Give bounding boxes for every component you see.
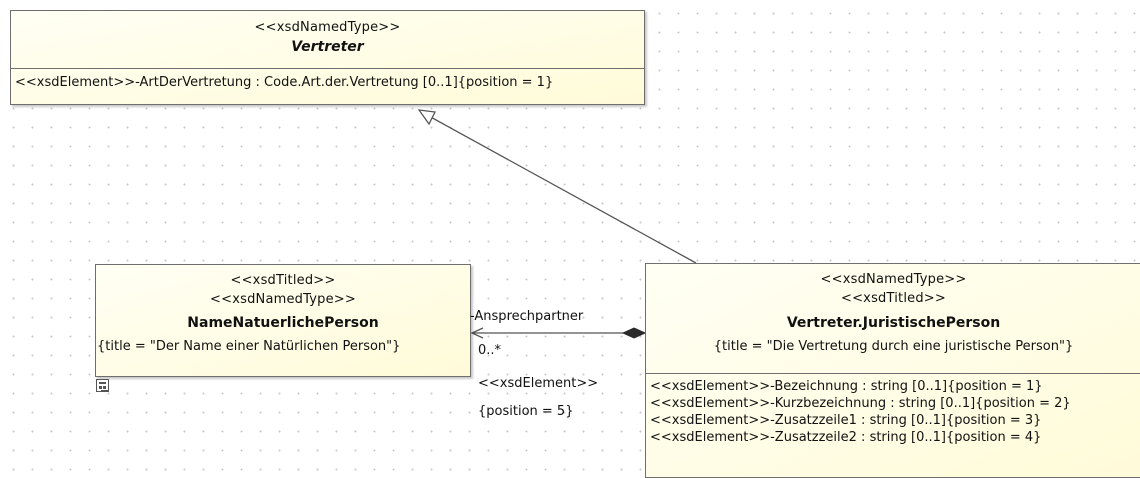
generalization-line[interactable]	[426, 114, 697, 264]
diagram-link-icon[interactable]	[96, 379, 109, 392]
attribute-row[interactable]: <<xsdElement>>-ArtDerVertretung : Code.A…	[15, 75, 554, 90]
association-arrowhead	[470, 327, 484, 339]
class-name: Vertreter	[291, 39, 364, 55]
association-constraint-label[interactable]: {position = 5}	[478, 404, 574, 419]
association-stereotype-label[interactable]: <<xsdElement>>	[478, 376, 599, 391]
attribute-row[interactable]: <<xsdElement>>-Kurzbezeichnung : string …	[650, 396, 1071, 411]
class-name: Vertreter.JuristischePerson	[786, 315, 1001, 331]
composition-diamond	[621, 327, 647, 339]
stereotype-label: <<xsdTitled>>	[230, 273, 336, 288]
attribute-compartment: <<xsdElement>>-Bezeichnung : string [0..…	[646, 373, 1140, 448]
class-header: <<xsdTitled>> <<xsdNamedType>> NameNatue…	[96, 265, 470, 334]
stereotype-label: <<xsdNamedType>>	[820, 272, 967, 287]
association-role-label[interactable]: -Ansprechpartner	[470, 309, 584, 324]
class-header: <<xsdNamedType>> <<xsdTitled>> Vertreter…	[646, 264, 1140, 373]
class-header: <<xsdNamedType>> Vertreter	[11, 11, 644, 68]
attribute-compartment: <<xsdElement>>-ArtDerVertretung : Code.A…	[11, 68, 644, 93]
stereotype-label: <<xsdTitled>>	[840, 291, 946, 306]
tagged-value: {title = "Der Name einer Natürlichen Per…	[97, 339, 401, 354]
association-multiplicity-label[interactable]: 0..*	[478, 343, 502, 358]
generalization-arrowhead	[417, 109, 436, 126]
stereotype-label: <<xsdNamedType>>	[210, 292, 356, 307]
stereotype-label: <<xsdNamedType>>	[254, 20, 401, 35]
attribute-row[interactable]: <<xsdElement>>-Zusatzzeile1 : string [0.…	[650, 413, 1042, 428]
class-vertreter-juristische-person[interactable]: <<xsdNamedType>> <<xsdTitled>> Vertreter…	[645, 263, 1140, 478]
class-name: NameNatuerlichePerson	[187, 315, 379, 331]
class-vertreter[interactable]: <<xsdNamedType>> Vertreter <<xsdElement>…	[10, 10, 645, 105]
attribute-row[interactable]: <<xsdElement>>-Zusatzzeile2 : string [0.…	[650, 430, 1042, 445]
attribute-row[interactable]: <<xsdElement>>-Bezeichnung : string [0..…	[650, 379, 1043, 394]
tagged-value: {title = "Die Vertretung durch eine juri…	[713, 339, 1074, 354]
class-name-natuerliche-person[interactable]: <<xsdTitled>> <<xsdNamedType>> NameNatue…	[95, 264, 471, 377]
